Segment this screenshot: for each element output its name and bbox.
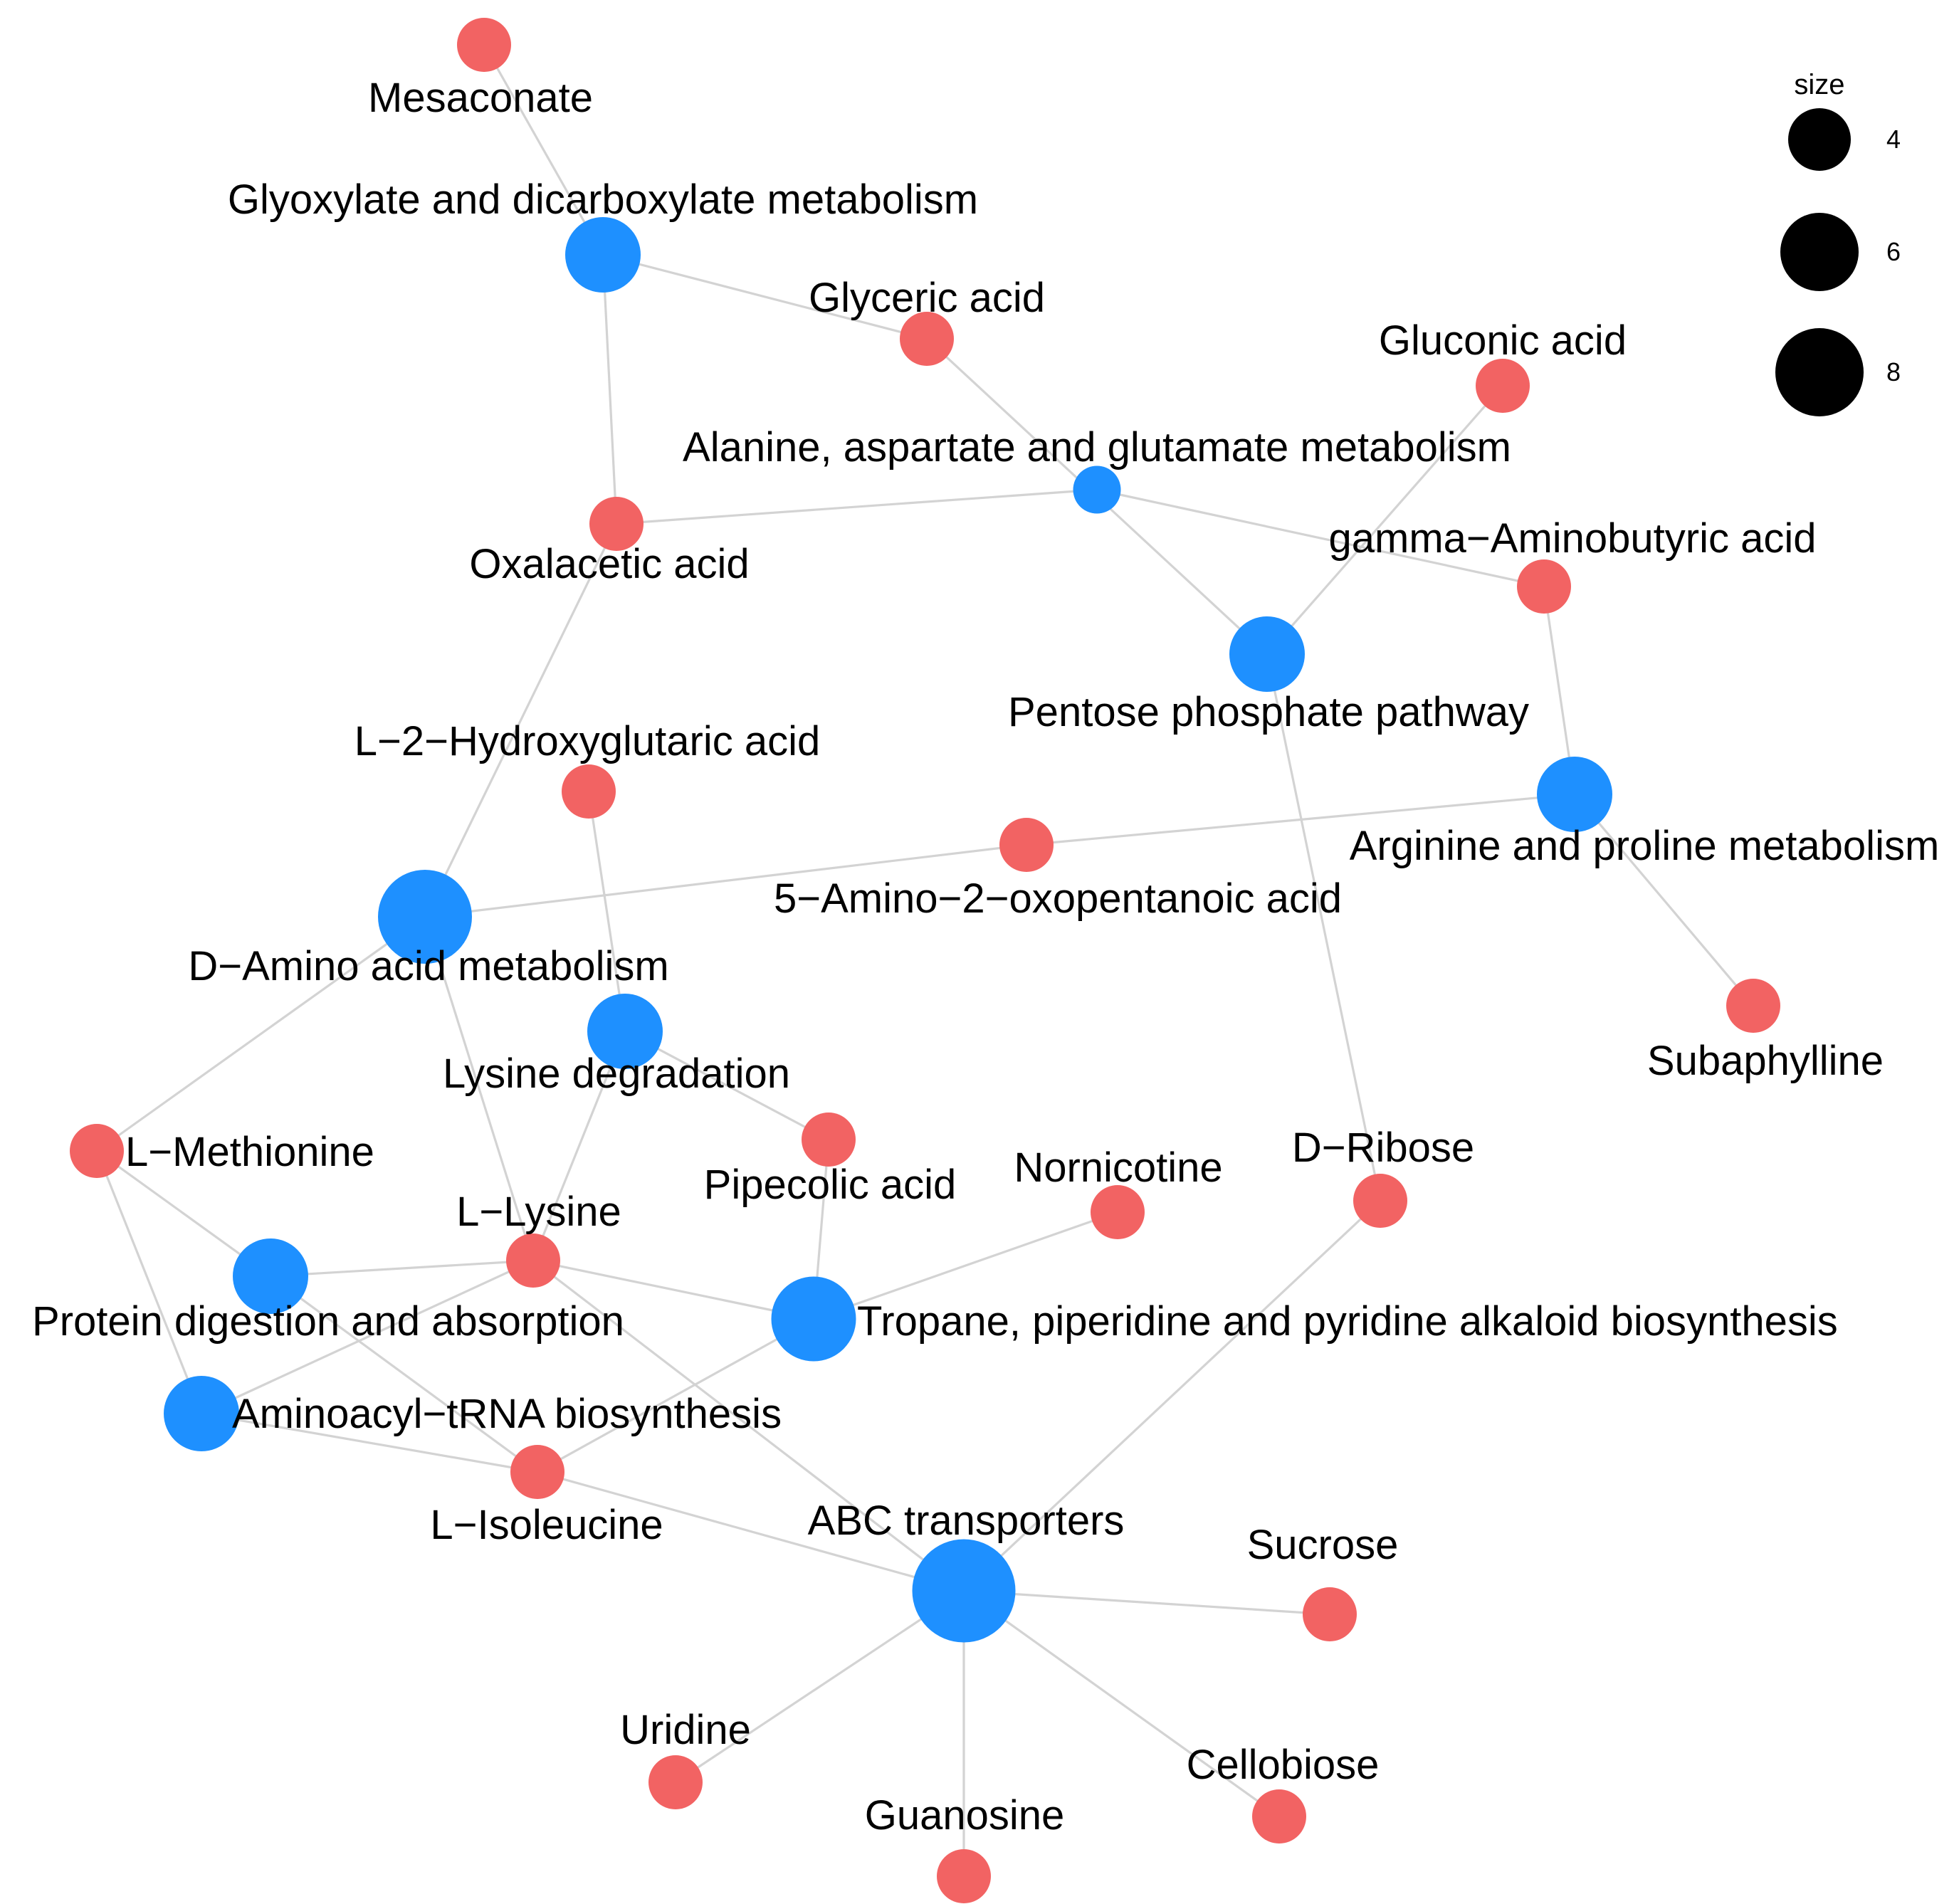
node-label-mesaconate: Mesaconate (368, 75, 593, 121)
edge-l2hg-lysdeg (587, 791, 626, 1032)
node-label-lysine: L−Lysine (456, 1189, 621, 1235)
legend-dot-6 (1780, 213, 1859, 291)
node-label-cellobiose: Cellobiose (1187, 1742, 1380, 1788)
node-nornicotine[interactable] (1091, 1185, 1145, 1239)
legend-title: size (1794, 69, 1844, 100)
edge-lysdeg-lysine (532, 1031, 626, 1261)
node-gluconic[interactable] (1476, 359, 1530, 413)
node-label-damino: D−Amino acid metabolism (188, 943, 668, 989)
node-sucrose[interactable] (1303, 1587, 1357, 1641)
edge-aminoacyl-isoleucine (201, 1412, 538, 1473)
edge-nornicotine-tropane (813, 1211, 1118, 1320)
node-lysdeg[interactable] (587, 994, 663, 1069)
node-label-pentose: Pentose phosphate pathway (1008, 689, 1529, 735)
node-glyceric[interactable] (900, 312, 954, 366)
node-cellobiose[interactable] (1252, 1789, 1306, 1843)
node-arginine[interactable] (1537, 757, 1612, 832)
edge-damino-methionine (96, 915, 426, 1152)
edge-alanine-gaba (1096, 488, 1545, 588)
legend-label-4: 4 (1886, 125, 1901, 154)
node-label-l2hg: L−2−Hydroxyglutaric acid (354, 718, 820, 764)
legend-label-6: 6 (1886, 237, 1901, 266)
legend-dot-8 (1775, 328, 1864, 416)
edge-damino-amino5 (424, 843, 1027, 918)
edge-methionine-aminoacyl (95, 1150, 203, 1414)
node-label-pipecolic: Pipecolic acid (704, 1162, 957, 1208)
node-label-nornicotine: Nornicotine (1014, 1145, 1222, 1191)
node-oxalacetic[interactable] (589, 497, 644, 551)
legend-dot-4 (1788, 108, 1851, 171)
node-lysine[interactable] (506, 1234, 560, 1288)
node-label-protein: Protein digestion and absorption (32, 1298, 624, 1345)
edge-pentose-dribose (1266, 653, 1382, 1201)
node-damino[interactable] (378, 870, 472, 964)
node-protein[interactable] (233, 1238, 308, 1314)
edge-dribose-abc (962, 1199, 1382, 1592)
node-label-oxalacetic: Oxalacetic acid (469, 541, 749, 587)
node-label-abc: ABC transporters (808, 1498, 1125, 1544)
edge-protein-isoleucine (270, 1275, 538, 1473)
node-amino5[interactable] (999, 818, 1054, 872)
node-label-subaphylline: Subaphylline (1647, 1038, 1884, 1084)
node-label-amino5: 5−Amino−2−oxopentanoic acid (774, 875, 1342, 922)
edge-oxalacetic-damino (424, 523, 618, 917)
node-label-glyoxylate: Glyoxylate and dicarboxylate metabolism (228, 177, 978, 223)
edges-layer (95, 44, 1755, 1876)
node-subaphylline[interactable] (1726, 979, 1780, 1033)
edge-lysdeg-pipecolic (624, 1030, 829, 1141)
edge-abc-sucrose (963, 1589, 1330, 1616)
node-label-lysdeg: Lysine degradation (443, 1051, 790, 1097)
edge-isoleucine-abc (537, 1471, 965, 1592)
node-l2hg[interactable] (562, 764, 616, 819)
edge-tropane-isoleucine (537, 1317, 814, 1473)
edge-arginine-subaphylline (1573, 793, 1755, 1007)
node-tropane[interactable] (771, 1276, 856, 1362)
node-gaba[interactable] (1517, 559, 1571, 614)
node-label-tropane: Tropane, piperidine and pyridine alkaloi… (857, 1298, 1838, 1345)
node-uridine[interactable] (648, 1755, 703, 1809)
node-label-alanine: Alanine, aspartate and glutamate metabol… (683, 424, 1511, 470)
node-label-uridine: Uridine (620, 1707, 751, 1753)
nodes-layer (70, 18, 1780, 1903)
node-label-dribose: D−Ribose (1292, 1125, 1474, 1171)
edge-lysine-abc (532, 1259, 965, 1592)
node-aminoacyl[interactable] (164, 1376, 239, 1451)
node-alanine[interactable] (1073, 466, 1121, 514)
node-abc[interactable] (912, 1539, 1016, 1643)
edge-oxalacetic-alanine (616, 488, 1098, 525)
node-methionine[interactable] (70, 1124, 124, 1178)
node-label-sucrose: Sucrose (1247, 1522, 1399, 1568)
node-label-isoleucine: L−Isoleucine (430, 1502, 663, 1548)
node-mesaconate[interactable] (457, 18, 511, 72)
node-glyoxylate[interactable] (565, 217, 641, 293)
node-dribose[interactable] (1353, 1174, 1407, 1228)
edge-lysine-aminoacyl (201, 1259, 534, 1415)
node-guanosine[interactable] (937, 1849, 991, 1903)
edge-amino5-arginine (1026, 793, 1575, 846)
edge-gluconic-pentose (1266, 384, 1504, 656)
node-pipecolic[interactable] (802, 1113, 856, 1167)
edge-abc-cellobiose (963, 1589, 1280, 1818)
node-label-gaba: gamma−Aminobutyric acid (1328, 515, 1816, 562)
edge-mesaconate-glyoxylate (483, 44, 604, 256)
node-pentose[interactable] (1229, 616, 1305, 692)
size-legend: size 4 6 8 (1775, 69, 1901, 416)
edge-glyoxylate-oxalacetic (602, 254, 618, 525)
node-label-aminoacyl: Aminoacyl−tRNA biosynthesis (232, 1391, 782, 1437)
edge-abc-uridine (675, 1589, 965, 1784)
node-label-glyceric: Glyceric acid (809, 275, 1045, 321)
legend-label-8: 8 (1886, 357, 1901, 386)
node-isoleucine[interactable] (510, 1445, 564, 1499)
node-label-methionine: L−Methionine (125, 1129, 374, 1175)
node-label-arginine: Arginine and proline metabolism (1350, 823, 1940, 869)
edge-lysine-tropane (532, 1259, 814, 1320)
edge-glyoxylate-glyceric (602, 253, 928, 340)
edge-damino-lysine (424, 916, 535, 1261)
node-label-gluconic: Gluconic acid (1379, 317, 1627, 364)
edge-lysine-protein (270, 1259, 534, 1278)
node-label-guanosine: Guanosine (865, 1792, 1065, 1839)
